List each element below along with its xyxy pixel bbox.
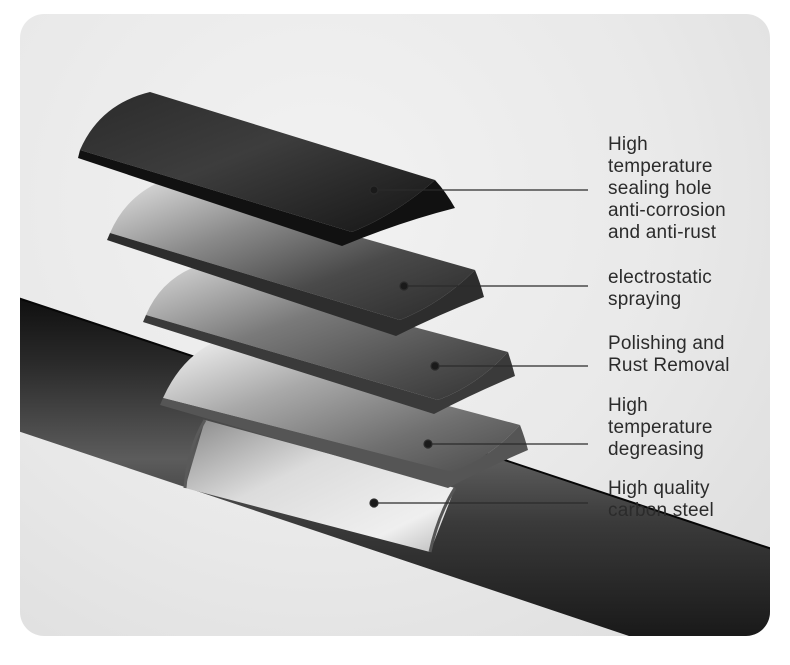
label-polishing-rust-removal: Polishing and Rust Removal bbox=[608, 333, 730, 376]
layer-degreasing-shell bbox=[160, 343, 528, 488]
label-electrostatic-spraying: electrostatic spraying bbox=[608, 267, 712, 310]
leader-lines bbox=[369, 185, 588, 508]
layer-polishing-shell bbox=[143, 268, 515, 414]
label-degreasing: High temperature degreasing bbox=[608, 395, 713, 460]
label-carbon-steel: High quality carbon steel bbox=[608, 478, 714, 521]
layer-sealing-shell bbox=[78, 92, 455, 246]
layer-electrostatic-shell bbox=[107, 181, 484, 336]
label-sealing-hole: High temperature sealing hole anti-corro… bbox=[608, 134, 726, 243]
layer-carbon-steel-core bbox=[183, 419, 457, 553]
